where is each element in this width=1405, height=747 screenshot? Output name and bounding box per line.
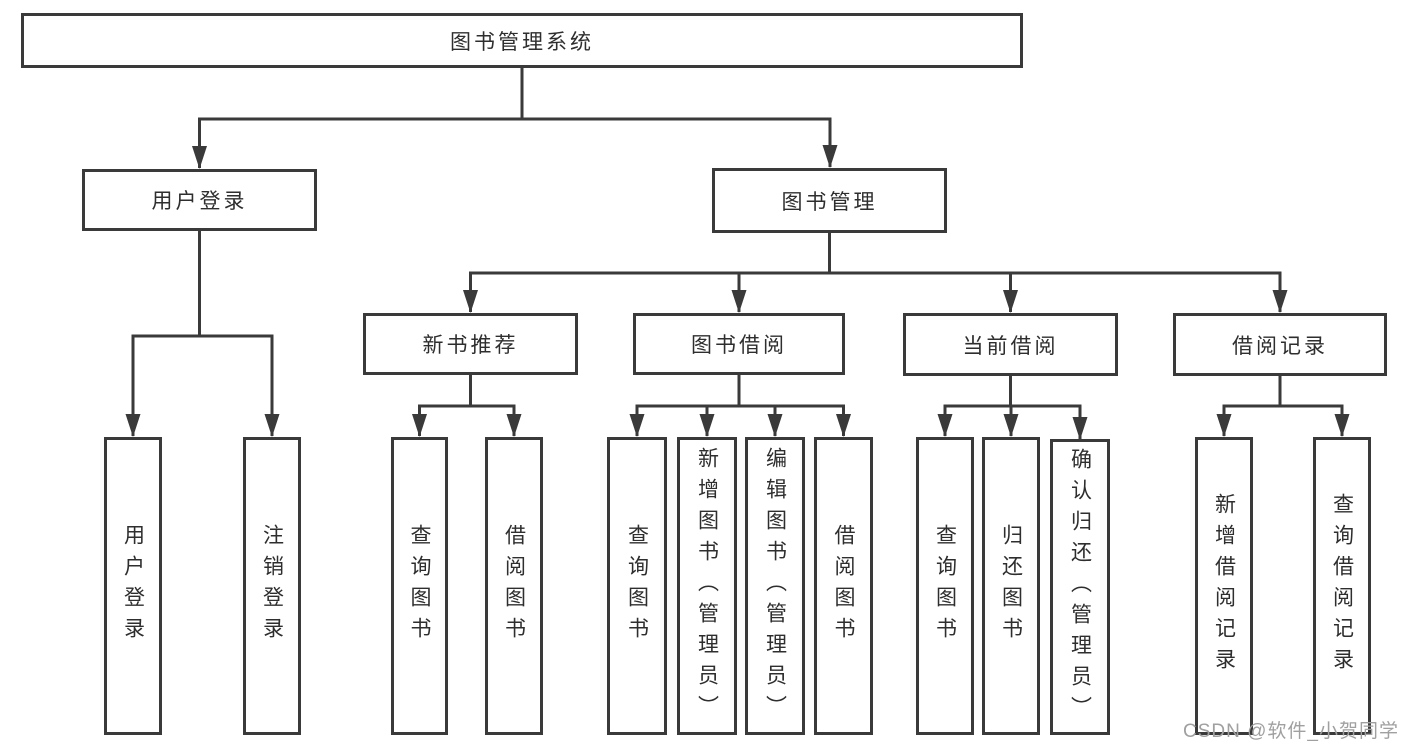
leaf-confirm-return-admin: 确认归还（管理员） bbox=[1050, 439, 1110, 735]
connector-new-book-recommend-to-leaves bbox=[412, 375, 522, 437]
leaf-add-borrow-record: 新增借阅记录 bbox=[1195, 437, 1253, 735]
leaf-query-borrow-record-label: 查询借阅记录 bbox=[1330, 493, 1354, 679]
node-new-book-recommend: 新书推荐 bbox=[363, 313, 578, 375]
leaf-add-borrow-record-label: 新增借阅记录 bbox=[1212, 493, 1236, 679]
node-borrow-records-label: 借阅记录 bbox=[1232, 334, 1328, 358]
leaf-user-login: 用户登录 bbox=[104, 437, 162, 735]
node-new-book-recommend-label: 新书推荐 bbox=[422, 334, 519, 357]
leaf-user-login-label: 用户登录 bbox=[121, 524, 145, 648]
node-user-login: 用户登录 bbox=[82, 169, 317, 231]
leaf-query-books-recommend: 查询图书 bbox=[391, 437, 448, 735]
node-book-borrow: 图书借阅 bbox=[633, 313, 845, 375]
leaf-query-books-recommend-label: 查询图书 bbox=[408, 524, 431, 648]
leaf-borrow-books: 借阅图书 bbox=[814, 437, 873, 735]
leaf-add-books-admin: 新增图书（管理员） bbox=[677, 437, 737, 735]
leaf-edit-books-admin: 编辑图书（管理员） bbox=[745, 437, 805, 735]
connector-user-login-to-leaves bbox=[125, 231, 280, 437]
node-borrow-records: 借阅记录 bbox=[1173, 313, 1387, 376]
node-current-borrow-label: 当前借阅 bbox=[962, 334, 1059, 358]
node-book-borrow-label: 图书借阅 bbox=[691, 334, 787, 357]
node-library-system: 图书管理系统 bbox=[21, 13, 1023, 68]
leaf-borrow-books-recommend-label: 借阅图书 bbox=[502, 524, 526, 648]
node-book-management: 图书管理 bbox=[712, 168, 947, 233]
node-library-system-label: 图书管理系统 bbox=[450, 30, 594, 54]
node-current-borrow: 当前借阅 bbox=[903, 313, 1118, 376]
node-book-management-label: 图书管理 bbox=[781, 190, 878, 214]
leaf-confirm-return-admin-label: 确认归还（管理员） bbox=[1068, 447, 1092, 727]
connector-book-borrow-to-leaves bbox=[629, 375, 851, 437]
leaf-borrow-books-recommend: 借阅图书 bbox=[485, 437, 543, 735]
leaf-return-books: 归还图书 bbox=[982, 437, 1040, 735]
leaf-query-borrow-record: 查询借阅记录 bbox=[1313, 437, 1371, 735]
leaf-edit-books-admin-label: 编辑图书（管理员） bbox=[763, 446, 787, 726]
connector-book-management-to-level3 bbox=[463, 233, 1288, 313]
watermark: CSDN @软件_小贺同学 bbox=[1183, 721, 1399, 742]
connector-root-to-level2 bbox=[192, 68, 838, 169]
leaf-query-books-current-label: 查询图书 bbox=[933, 524, 957, 648]
leaf-query-books-borrow-label: 查询图书 bbox=[625, 524, 649, 648]
leaf-logout: 注销登录 bbox=[243, 437, 301, 735]
connector-borrow-records-to-leaves bbox=[1216, 376, 1350, 437]
leaf-return-books-label: 归还图书 bbox=[999, 524, 1023, 648]
leaf-query-books-current: 查询图书 bbox=[916, 437, 974, 735]
leaf-add-books-admin-label: 新增图书（管理员） bbox=[695, 446, 719, 726]
connector-current-borrow-to-leaves bbox=[937, 376, 1088, 440]
leaf-logout-label: 注销登录 bbox=[260, 524, 284, 648]
node-user-login-label: 用户登录 bbox=[151, 190, 248, 213]
leaf-query-books-borrow: 查询图书 bbox=[607, 437, 667, 735]
leaf-borrow-books-label: 借阅图书 bbox=[832, 524, 855, 648]
